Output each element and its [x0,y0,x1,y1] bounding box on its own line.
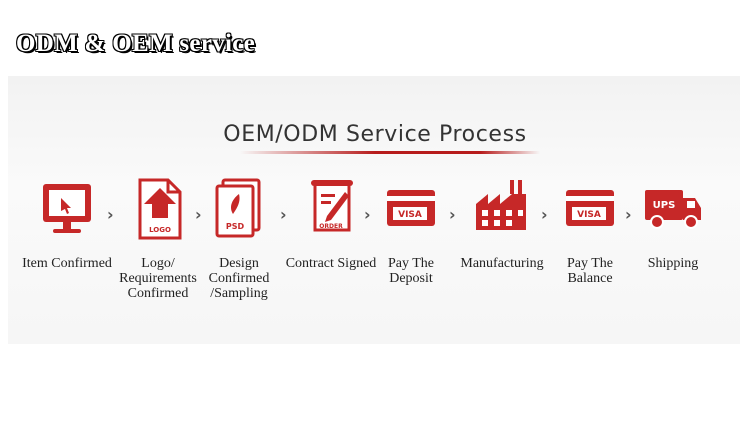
process-panel [8,76,740,344]
logo-icon-text: LOGO [149,226,171,234]
process-title: OEM/ODM Service Process [223,122,527,147]
step-manufacturing: Manufacturing [447,178,557,271]
chevron-right-icon: › [625,205,632,224]
psd-file-icon: PSD [215,178,261,238]
step-pay-balance: VISA Pay The Balance [535,178,645,286]
chevron-right-icon: › [364,205,371,224]
factory-icon [476,180,526,230]
step-contract-signed: ORDER Contract Signed [276,178,386,271]
chevron-right-icon: › [107,205,114,224]
order-icon-text: ORDER [319,223,343,230]
step-label: Manufacturing [460,256,544,271]
chevron-right-icon: › [541,205,548,224]
step-label: Design Confirmed /Sampling [208,256,270,301]
visa-icon-text: VISA [577,210,601,220]
visa-card-icon: VISA [387,190,435,226]
visa-icon-text: VISA [398,210,422,220]
step-design-sampling: PSD Design Confirmed /Sampling [184,178,294,301]
ups-icon-text: UPS [653,200,676,211]
step-shipping: UPS Shipping [618,178,728,271]
chevron-right-icon: › [280,205,287,224]
logo-file-icon: LOGO [138,178,182,240]
step-logo-requirements: LOGO Logo/ Requirements Confirmed [103,178,213,301]
visa-card-icon: VISA [566,190,614,226]
chevron-right-icon: › [195,205,202,224]
step-label: Pay The Balance [566,256,613,286]
step-label: Shipping [647,256,699,271]
chevron-right-icon: › [449,205,456,224]
psd-icon-text: PSD [226,222,245,231]
order-contract-icon: ORDER [311,180,353,232]
page-title: ODM & OEM service [16,30,256,57]
step-pay-deposit: VISA Pay The Deposit [356,178,466,286]
step-label: Pay The Deposit [387,256,434,286]
step-label: Item Confirmed [22,256,112,271]
step-item-confirmed: Item Confirmed [12,178,122,271]
monitor-icon [43,184,91,233]
title-underline [240,151,540,154]
step-label: Logo/ Requirements Confirmed [119,256,197,301]
step-label: Contract Signed [285,256,377,271]
ups-truck-icon: UPS [645,190,701,229]
